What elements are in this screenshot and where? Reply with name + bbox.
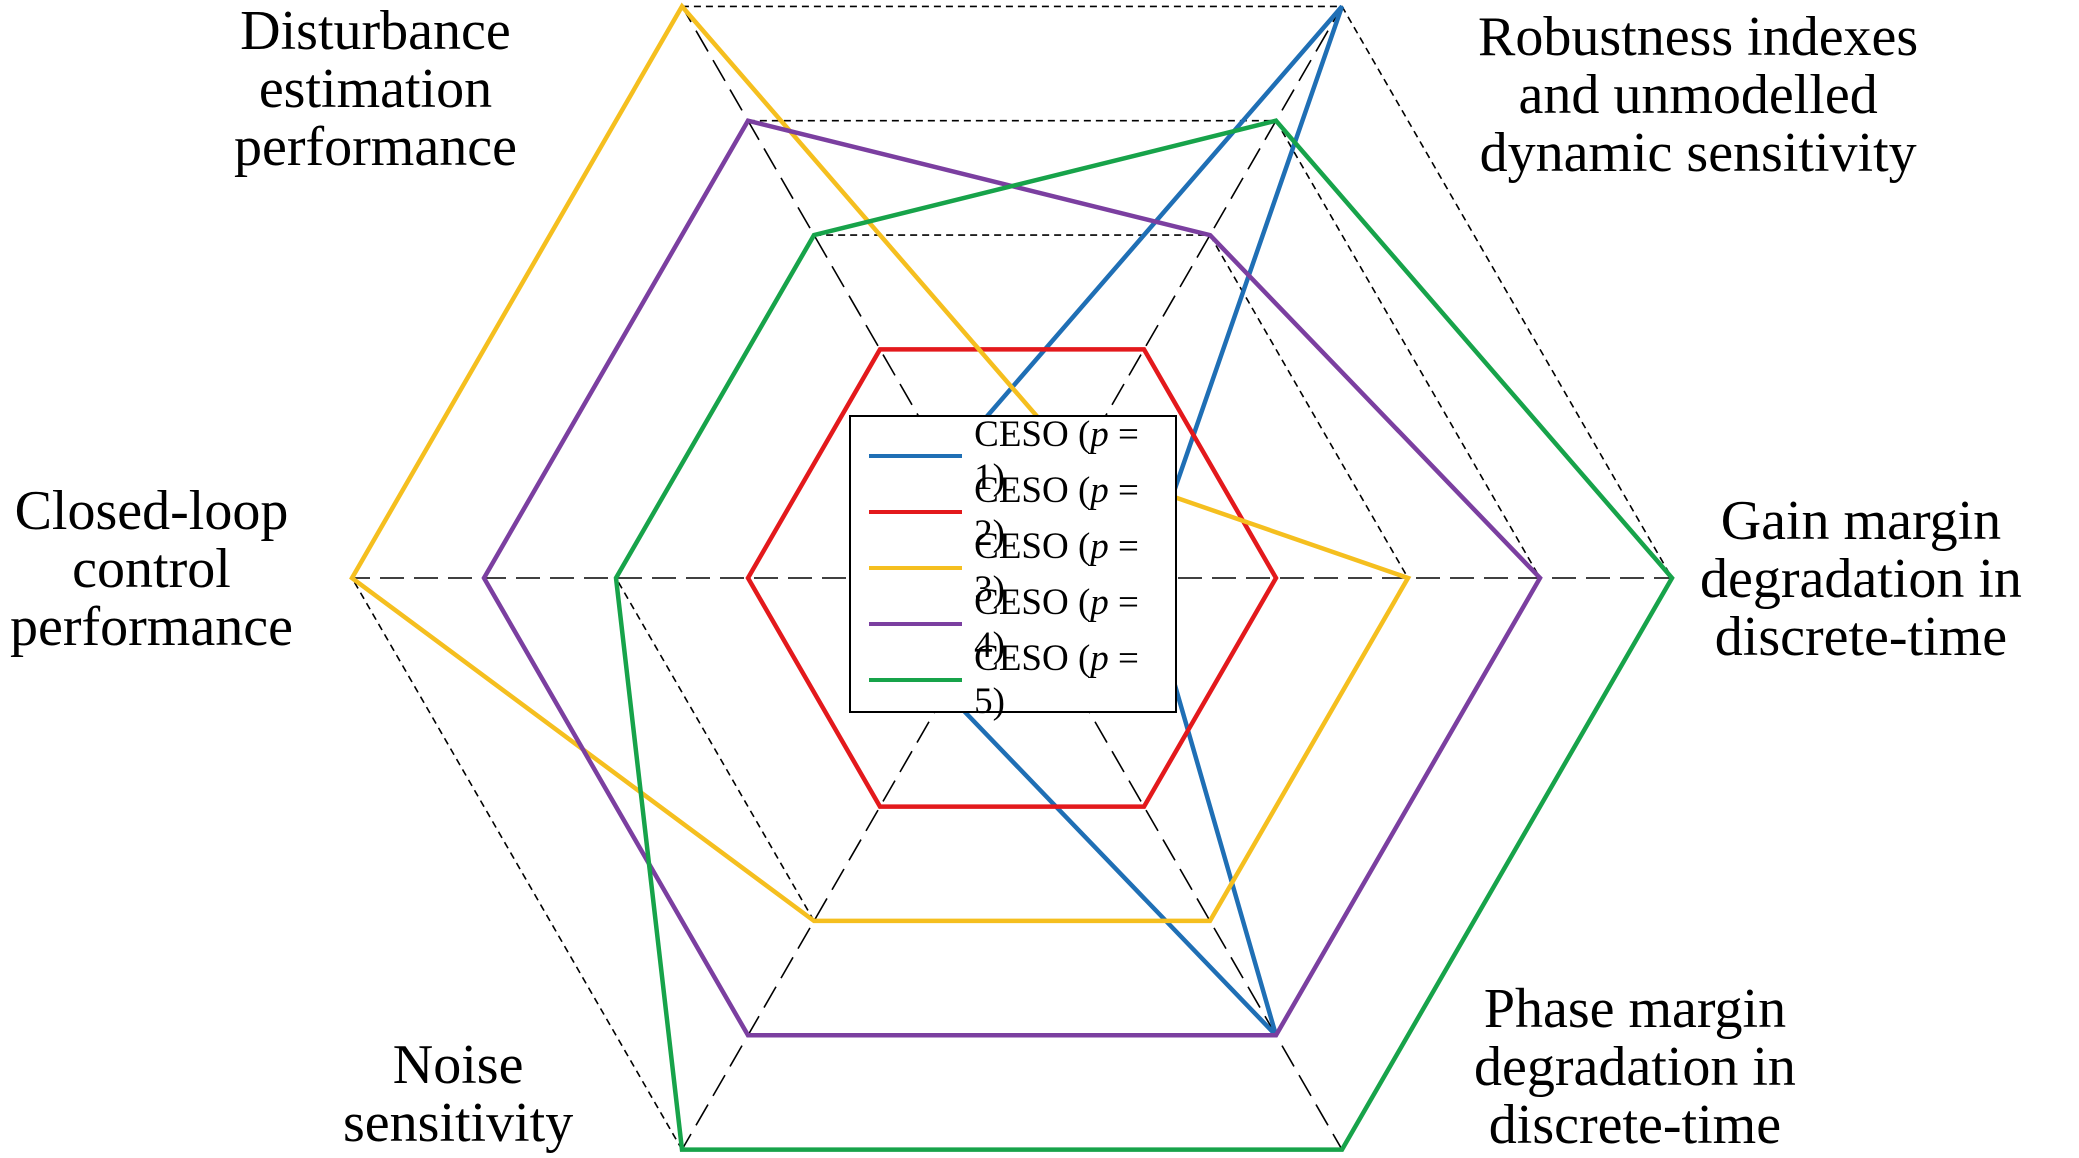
legend-item: CESO (p = 4): [851, 582, 1175, 666]
axis-label-phase-margin: Phase margin degradation in discrete-tim…: [1474, 978, 1796, 1156]
legend-label-p5: CESO (p = 5): [974, 638, 1139, 722]
grid-spoke-6: [681, 6, 947, 465]
legend-label-p1: CESO (p = 1): [974, 414, 1139, 498]
legend-item: CESO (p = 1): [851, 414, 1175, 498]
axis-label-disturbance: Disturbance estimation performance: [234, 0, 517, 178]
legend-swatch-p5: [869, 678, 963, 682]
series-line-p4: [481, 118, 1543, 1038]
series-line-p2: [745, 347, 1279, 809]
legend-label-p3: CESO (p = 3): [974, 526, 1139, 610]
legend-swatch-p2: [869, 510, 963, 514]
series-line-p3: [349, 2, 1412, 924]
legend-label-p4: CESO (p = 4): [974, 582, 1139, 666]
grid-spoke-1: [1077, 6, 1343, 465]
legend-swatch-p1: [869, 454, 963, 458]
grid-spoke-3: [1077, 691, 1343, 1150]
grid-spoke-4: [681, 691, 947, 1150]
legend-item: CESO (p = 5): [851, 638, 1175, 722]
axis-label-robustness: Robustness indexes and unmodelled dynami…: [1478, 6, 1919, 184]
legend: CESO (p = 1) CESO (p = 2) CESO (p = 3) C…: [849, 414, 1177, 722]
axis-label-closed-loop: Closed-loop control performance: [10, 480, 293, 658]
axis-label-gain-margin: Gain margin degradation in discrete-time: [1700, 490, 2022, 668]
legend-label-p2: CESO (p = 2): [974, 470, 1139, 554]
series-line-p5: [613, 118, 1675, 1152]
legend-swatch-p3: [869, 566, 963, 570]
legend-swatch-p4: [869, 622, 963, 626]
axis-label-noise: Noise sensitivity: [343, 1034, 574, 1154]
legend-item: CESO (p = 2): [851, 470, 1175, 554]
legend-item: CESO (p = 3): [851, 526, 1175, 610]
